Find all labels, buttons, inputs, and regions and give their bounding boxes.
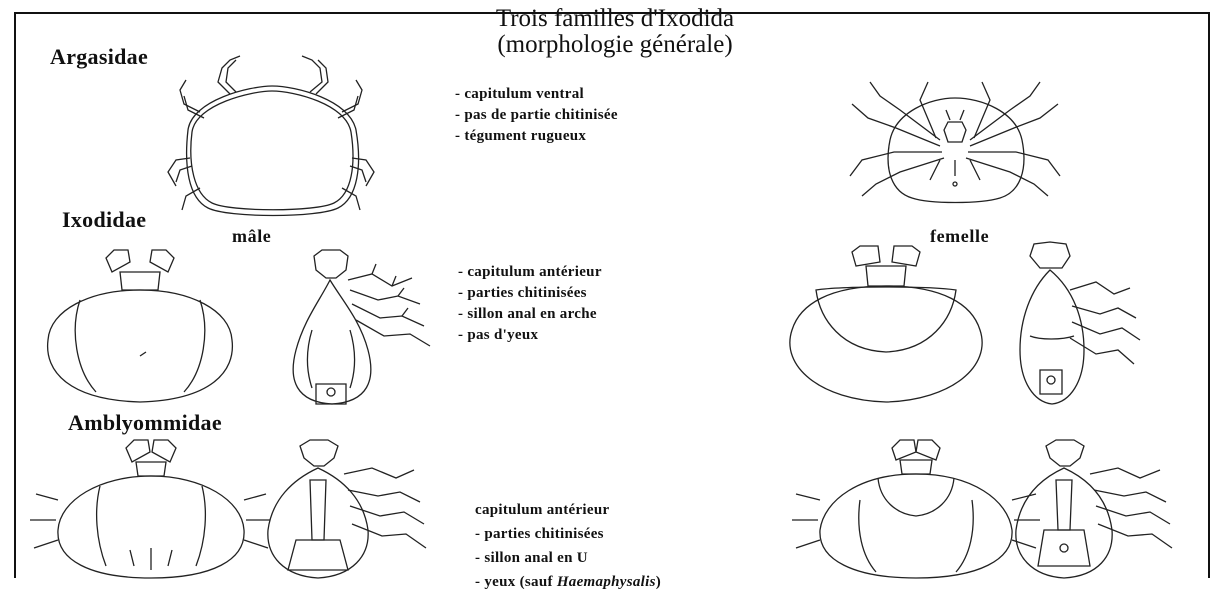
title-line-1: Trois familles d'Ixodida [400, 6, 830, 32]
ixodidae-feature: - pas d'yeux [458, 325, 602, 346]
argasidae-feature: - tégument rugueux [455, 126, 618, 147]
amblyommidae-male-dorsal-drawing [30, 440, 270, 578]
ixodidae-feature: - parties chitinisées [458, 283, 602, 304]
ixodidae-female-ventral-drawing [1020, 242, 1140, 404]
female-label: femelle [930, 226, 989, 247]
ixodidae-feature: - capitulum antérieur [458, 262, 602, 283]
argasidae-ventral-drawing [850, 82, 1060, 203]
amblyommidae-feature-eyes: - yeux (sauf Haemaphysalis) [475, 570, 661, 594]
eyes-suffix: ) [656, 574, 661, 590]
amblyommidae-female-dorsal-drawing [792, 440, 1040, 578]
ixodidae-male-ventral-drawing [293, 250, 430, 404]
amblyommidae-feature-list: capitulum antérieur - parties chitinisée… [475, 498, 661, 594]
male-label: mâle [232, 226, 271, 247]
amblyommidae-feature: capitulum antérieur [475, 498, 661, 522]
argasidae-dorsal-drawing [168, 56, 374, 216]
ixodidae-feature: - sillon anal en arche [458, 304, 602, 325]
section-label-ixodidae: Ixodidae [62, 207, 146, 233]
amblyommidae-female-ventral-drawing [1016, 440, 1172, 578]
argasidae-feature: - capitulum ventral [455, 84, 618, 105]
figure-page: Trois familles d'Ixodida (morphologie gé… [0, 0, 1220, 581]
amblyommidae-male-ventral-drawing [268, 440, 426, 578]
amblyommidae-feature: - parties chitinisées [475, 522, 661, 546]
amblyommidae-feature: - sillon anal en U [475, 546, 661, 570]
section-label-argasidae: Argasidae [50, 44, 148, 70]
argasidae-feature: - pas de partie chitinisée [455, 105, 618, 126]
argasidae-feature-list: - capitulum ventral - pas de partie chit… [455, 84, 618, 147]
eyes-genus: Haemaphysalis [557, 574, 656, 590]
figure-title: Trois familles d'Ixodida (morphologie gé… [400, 6, 830, 58]
ixodidae-male-dorsal-drawing [48, 250, 233, 402]
ixodidae-feature-list: - capitulum antérieur - parties chitinis… [458, 262, 602, 346]
eyes-prefix: - yeux (sauf [475, 574, 557, 590]
title-line-2: (morphologie générale) [400, 32, 830, 58]
section-label-amblyommidae: Amblyommidae [68, 410, 222, 436]
ixodidae-female-dorsal-drawing [790, 246, 982, 402]
